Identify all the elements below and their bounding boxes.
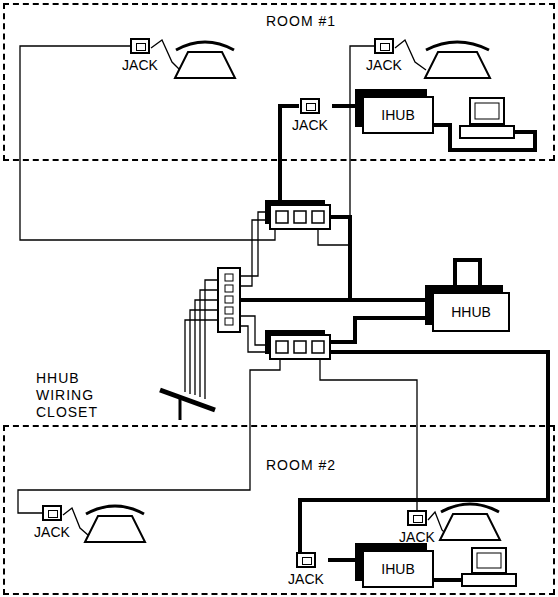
- jack-label: JACK: [398, 529, 436, 545]
- panel-port: [312, 211, 324, 223]
- jack-socket: [42, 505, 62, 521]
- hub-box: HHUB: [432, 292, 510, 332]
- punchdown-block: [218, 268, 240, 332]
- room-name: ROOM #1: [263, 13, 339, 29]
- phone-cord: [428, 512, 446, 534]
- jack-label: JACK: [287, 571, 325, 587]
- network-cable: [332, 104, 362, 108]
- room-region: ROOM #2 JACK JACK JACK IHUB: [3, 425, 555, 595]
- jack-port: [302, 557, 312, 565]
- jack-label: JACK: [291, 117, 329, 133]
- thick-cable: [330, 318, 425, 342]
- thin-wire: [20, 46, 275, 240]
- punch-slot: [225, 285, 233, 292]
- thick-cable: [325, 217, 425, 300]
- telephone-handset: [86, 506, 144, 514]
- jack-port: [413, 515, 423, 523]
- telephone: [425, 52, 490, 78]
- area-label: HHUB WIRING CLOSET: [36, 370, 108, 420]
- hub-label: HHUB: [451, 304, 491, 320]
- panel-port: [312, 341, 324, 353]
- jack-label: JACK: [365, 57, 403, 73]
- panel-port: [276, 211, 288, 223]
- pc-screen: [477, 553, 501, 568]
- thin-wire: [205, 280, 218, 399]
- punch-slot: [225, 318, 233, 325]
- patch-panels: [265, 200, 330, 359]
- punch-slot: [225, 274, 233, 281]
- jack-socket: [296, 552, 316, 568]
- wall-jack: JACK: [284, 552, 328, 587]
- wall-jack: JACK: [395, 510, 439, 545]
- panel-port: [294, 341, 306, 353]
- telephones: [85, 42, 500, 542]
- pc-monitor: [470, 98, 504, 124]
- telephone: [85, 516, 145, 542]
- thin-wire: [190, 310, 218, 394]
- telephone-handset: [426, 42, 489, 50]
- jack-port: [48, 510, 58, 518]
- pc-base: [462, 574, 516, 586]
- telephone-handset: [176, 42, 234, 50]
- room-region: ROOM #1 JACK JACK JACK IHUB: [3, 3, 555, 161]
- patch-panel: [270, 205, 330, 229]
- thin-wire: [185, 320, 218, 392]
- punch-slot: [225, 307, 233, 314]
- telephone: [440, 514, 500, 540]
- jack-socket: [374, 38, 394, 54]
- punchdown-block: [218, 268, 240, 332]
- jack-socket: [130, 38, 150, 54]
- cable-entry: [160, 390, 215, 420]
- punch-slot: [225, 296, 233, 303]
- thick-cables: [240, 106, 548, 580]
- hub-label: IHUB: [381, 561, 414, 577]
- thin-wire: [200, 290, 218, 397]
- telephone: [175, 52, 235, 78]
- jack-socket: [300, 98, 320, 114]
- patch-panel: [270, 335, 330, 359]
- cable-clamp: [160, 390, 215, 410]
- pc-base: [460, 126, 514, 138]
- thick-cable: [280, 106, 299, 200]
- panel-port: [294, 211, 306, 223]
- thin-wire: [320, 359, 417, 510]
- pc-screen: [475, 103, 499, 119]
- wall-jack: JACK: [30, 505, 74, 540]
- thick-cable: [240, 298, 350, 302]
- hub-label: IHUB: [381, 107, 414, 123]
- wall-jack: JACK: [362, 38, 406, 73]
- panel-port: [276, 341, 288, 353]
- thin-wire: [18, 359, 280, 513]
- thick-cable: [300, 352, 548, 552]
- pc-monitor: [472, 548, 506, 573]
- thick-cable: [434, 578, 462, 582]
- jack-port: [136, 43, 146, 51]
- thin-wires: [18, 40, 446, 535]
- hub-loop: [455, 260, 480, 285]
- network-cable: [328, 558, 362, 562]
- thick-cable: [434, 125, 535, 150]
- phone-cord: [395, 40, 426, 70]
- wall-jack: JACK: [288, 98, 332, 133]
- hub-box: IHUB: [362, 550, 434, 588]
- room-name: ROOM #2: [263, 457, 339, 473]
- jack-port: [306, 103, 316, 111]
- wall-jack: JACK: [118, 38, 162, 73]
- phone-cord: [63, 508, 88, 535]
- computers: [460, 98, 516, 586]
- jack-port: [380, 43, 390, 51]
- hub-box: IHUB: [362, 96, 434, 134]
- telephone-handset: [441, 504, 499, 512]
- jack-socket: [407, 510, 427, 526]
- thin-wire: [240, 220, 270, 286]
- jack-label: JACK: [121, 57, 159, 73]
- jack-label: JACK: [33, 524, 71, 540]
- thin-wire: [195, 300, 218, 395]
- cable-trunk: [179, 398, 182, 420]
- phone-cord: [151, 40, 180, 70]
